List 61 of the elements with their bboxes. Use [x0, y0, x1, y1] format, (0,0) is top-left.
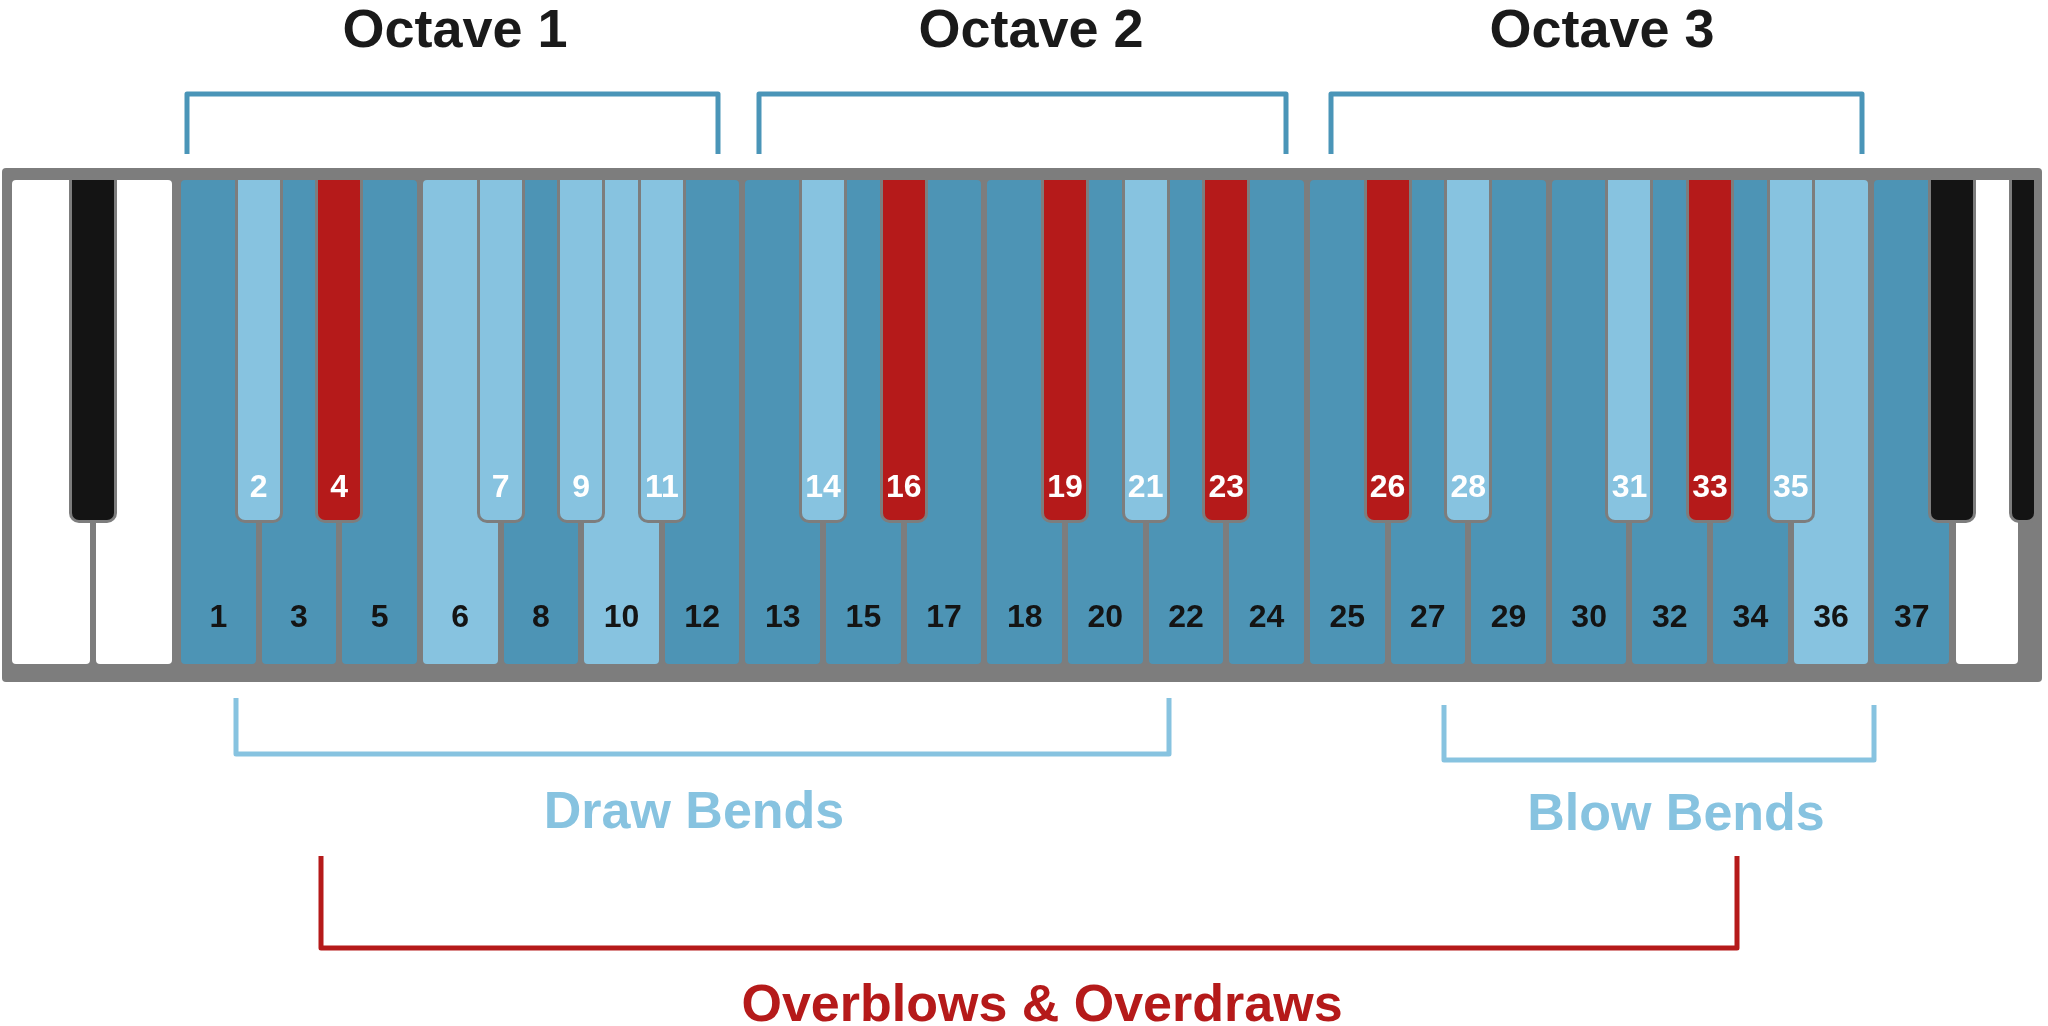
octave-label: Octave 3 [1489, 0, 1715, 59]
piano-key [879, 180, 928, 523]
key-number: 25 [1328, 598, 1366, 634]
key-number: 10 [602, 598, 641, 634]
key-number: 24 [1247, 598, 1286, 634]
key-number: 12 [683, 598, 721, 634]
range-label: Overblows & Overdraws [741, 973, 1343, 1026]
piano-key [1766, 180, 1815, 523]
octave-label: Octave 2 [918, 0, 1144, 59]
key-number: 5 [369, 598, 390, 634]
key-number: 21 [1126, 468, 1165, 504]
key-number: 30 [1570, 598, 1608, 634]
key-number: 34 [1731, 598, 1770, 634]
key-number: 14 [804, 468, 842, 504]
key-number: 19 [1046, 468, 1084, 504]
key-number: 35 [1771, 468, 1810, 504]
piano-key [1121, 180, 1170, 523]
key-number: 2 [248, 468, 269, 504]
piano-key [69, 180, 117, 523]
key-number: 1 [208, 598, 229, 634]
key-number: 22 [1167, 598, 1205, 634]
key-number: 15 [844, 598, 883, 634]
piano-key [1363, 180, 1412, 523]
piano-key [1041, 180, 1089, 523]
key-number: 4 [329, 468, 350, 504]
piano-key [1202, 180, 1251, 523]
key-number: 29 [1489, 598, 1528, 634]
key-number: 9 [571, 468, 592, 504]
key-number: 20 [1086, 598, 1125, 634]
piano-key [315, 180, 364, 523]
key-number: 17 [925, 598, 963, 634]
key-number: 32 [1650, 598, 1689, 634]
piano-key [1686, 180, 1735, 523]
key-number: 28 [1449, 468, 1487, 504]
range-label: Draw Bends [543, 780, 845, 840]
octave-label: Octave 1 [342, 0, 568, 59]
piano-key [1605, 180, 1654, 523]
key-number: 16 [884, 468, 923, 504]
piano-key [1928, 180, 1976, 523]
key-number: 23 [1207, 468, 1246, 504]
key-number: 13 [763, 598, 802, 634]
key-number: 27 [1409, 598, 1447, 634]
key-number: 31 [1610, 468, 1649, 504]
key-number: 36 [1812, 598, 1850, 634]
key-number: 37 [1892, 598, 1931, 634]
piano-key [799, 180, 848, 523]
range-label: Blow Bends [1527, 782, 1825, 842]
key-number: 3 [289, 598, 309, 634]
piano-key [476, 180, 525, 523]
key-number: 26 [1368, 468, 1407, 504]
key-number: 18 [1005, 598, 1044, 634]
piano-key [2009, 180, 2037, 523]
key-number: 11 [643, 468, 680, 504]
key-number: 8 [530, 598, 551, 634]
piano-key [637, 180, 686, 523]
piano-key [1444, 180, 1493, 523]
key-number: 7 [490, 468, 511, 504]
key-number: 6 [450, 598, 471, 634]
key-number: 33 [1691, 468, 1729, 504]
piano-key [234, 180, 283, 523]
piano-key [557, 180, 606, 523]
